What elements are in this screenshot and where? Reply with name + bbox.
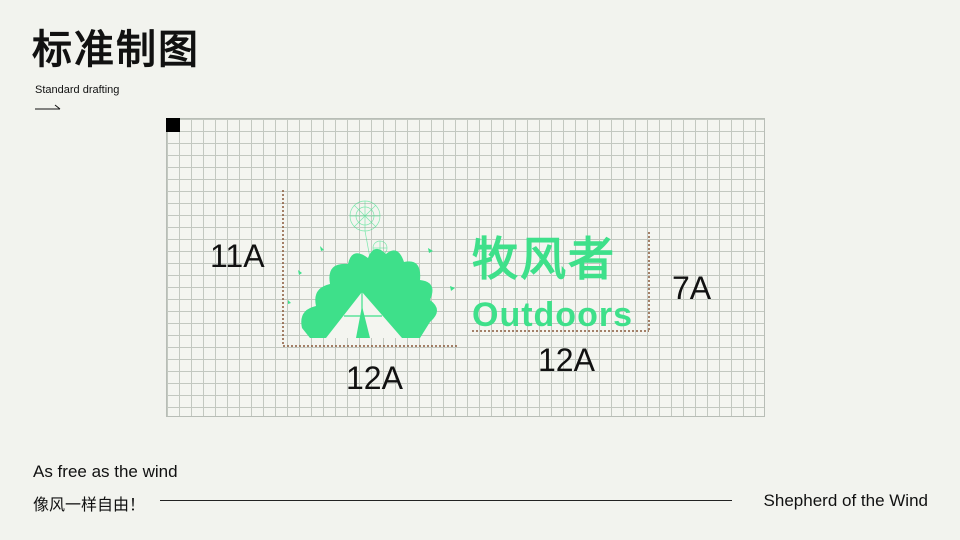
- slogan-english: As free as the wind: [33, 462, 178, 481]
- dimension-wordmark-width: 12A: [538, 342, 595, 378]
- dimension-guides: [282, 190, 650, 347]
- grass-bush-icon: [301, 248, 437, 338]
- unit-square-marker: [166, 118, 180, 132]
- dimension-icon-height: 11A: [210, 238, 265, 274]
- arrow-right-icon: [35, 104, 61, 110]
- brand-name-cn: 牧风者: [472, 232, 616, 286]
- tent-dandelion-icon: [282, 190, 650, 347]
- floating-seeds-icon: [288, 246, 455, 304]
- footer-divider: [160, 500, 732, 501]
- drafting-grid: [166, 118, 765, 417]
- dimension-icon-width: 12A: [346, 360, 403, 396]
- page-title: 标准制图: [32, 27, 200, 73]
- brand-name-en: Outdoors: [472, 296, 633, 334]
- dimension-wordmark-height: 7A: [672, 270, 712, 306]
- footer-tagline: Shepherd of the Wind: [763, 491, 928, 510]
- slogan-chinese: 像风一样自由！: [33, 495, 146, 514]
- page-subtitle: Standard drafting: [35, 84, 120, 96]
